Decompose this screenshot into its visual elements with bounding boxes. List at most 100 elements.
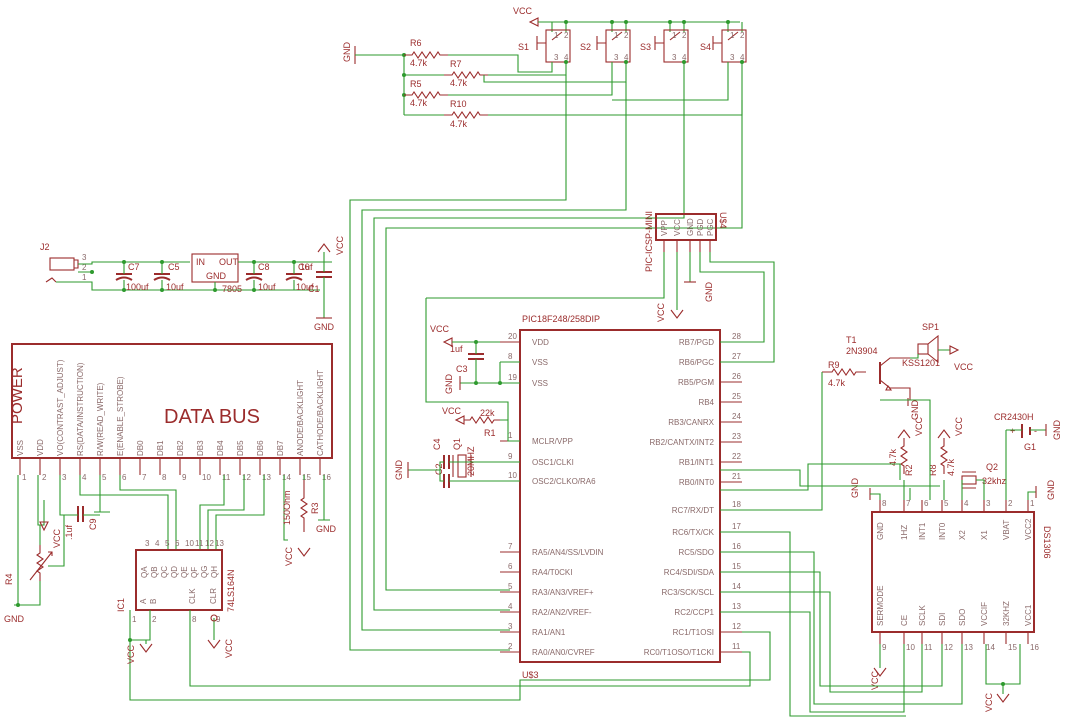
rtc-part-label: DS1306	[1042, 526, 1052, 559]
switch-s1-label: S1	[518, 42, 529, 52]
lcd-pin-number: 10	[202, 473, 211, 482]
sr-output-number: 10	[185, 539, 194, 548]
mcu-right-pin-name: RC3/SCK/SCL	[662, 588, 715, 597]
switch-pin-number: 1	[614, 31, 619, 40]
switch-s3-label: S3	[640, 42, 651, 52]
mcu-left-pin-number: 4	[508, 602, 513, 611]
mcu-right-pin-name: RB3/CANRX	[668, 418, 714, 427]
dc-jack-j2: 3 2 1	[45, 253, 87, 283]
icsp-ref-label: U$4	[718, 212, 728, 229]
lcd-pin-number: 3	[62, 473, 67, 482]
svg-text:G1: G1	[1024, 442, 1036, 452]
rtc-bottom-pin-name: 32KHZ	[1002, 601, 1011, 626]
mcu-right-pin-name: RC4/SDI/SDA	[664, 568, 715, 577]
mcu-right-pin-number: 22	[732, 452, 741, 461]
capacitor-c5: C5 10uf	[153, 262, 184, 292]
mcu-pic18f248: PIC18F248/258DIP U$3 20VDD8VSS19VSS1MCLR…	[394, 252, 775, 680]
svg-text:10uf: 10uf	[258, 282, 276, 292]
sr-output-number: 12	[205, 539, 214, 548]
crystal-q1: 20MHZ Q1	[452, 438, 476, 478]
switch-pin-number: 4	[564, 53, 569, 62]
svg-text:Q2: Q2	[986, 462, 998, 472]
svg-text:4.7k: 4.7k	[828, 378, 846, 388]
svg-text:C7: C7	[128, 262, 140, 272]
mcu-right-pins: 28RB7/PGD27RB6/PGC26RB5/PGM25RB424RB3/CA…	[644, 332, 742, 657]
mcu-left-pin-name: OSC2/CLKO/RA6	[532, 477, 596, 486]
mcu-right-pin-number: 28	[732, 332, 741, 341]
mcu-right-pin-number: 24	[732, 412, 741, 421]
icsp-pin-name: PGD	[696, 218, 705, 236]
rtc-bottom-pin-name: SERMODE	[876, 586, 885, 626]
svg-text:.1uf: .1uf	[64, 524, 74, 540]
svg-text:100uf: 100uf	[126, 282, 149, 292]
switch-pin-number: 4	[624, 53, 629, 62]
svg-text:VCC: VCC	[224, 638, 234, 658]
rtc-top-pin-name: X2	[958, 530, 967, 540]
sr-output-number: 3	[145, 539, 150, 548]
lcd-pin-number: 1	[22, 473, 27, 482]
svg-text:GND: GND	[910, 400, 920, 421]
mcu-left-pin-number: 19	[508, 373, 517, 382]
lcd-pin-name: ANODE/BACKLIGHT	[296, 380, 305, 456]
rtc-bottom-pin-name: SCLK	[918, 604, 927, 626]
mcu-left-pin-number: 2	[508, 642, 513, 651]
mcu-left-pin-number: 10	[508, 471, 517, 480]
mcu-left-pin-number: 1	[508, 431, 513, 440]
lcd-pin-name: DB1	[156, 440, 165, 456]
resistor-r9: R9 4.7k	[822, 360, 866, 388]
svg-text:4.7k: 4.7k	[450, 78, 468, 88]
svg-text:A: A	[139, 598, 148, 604]
mcu-right-pin-number: 25	[732, 392, 741, 401]
mcu-right-pin-name: RC6/TX/CK	[672, 528, 714, 537]
svg-text:CR2430H: CR2430H	[994, 412, 1034, 422]
mcu-right-pin-number: 13	[732, 602, 741, 611]
rtc-bottom-pin-name: SDI	[938, 613, 947, 626]
rtc-top-pin-number: 6	[924, 499, 929, 508]
lcd-pin-name: RS(DATA/INSTRUCTION)	[76, 362, 85, 456]
sr-output-name: QH	[210, 566, 219, 578]
svg-text:C4: C4	[432, 438, 442, 450]
rtc-top-pin-name: VBAT	[1002, 520, 1011, 540]
mcu-left-pin-number: 8	[508, 352, 513, 361]
svg-text:GND: GND	[316, 524, 337, 534]
icsp-pin-name: VPP	[660, 220, 669, 236]
mcu-left-pin-number: 7	[508, 542, 513, 551]
sr-part-label: 74LS164N	[226, 569, 236, 612]
lcd-pin-number: 11	[222, 473, 231, 482]
svg-text:2: 2	[82, 263, 87, 272]
mcu-ref-label: U$3	[522, 670, 539, 680]
mcu-right-pin-number: 27	[732, 352, 741, 361]
switch-vcc-label: VCC	[513, 6, 533, 16]
resistor-r1: 22k R1	[464, 408, 500, 438]
svg-text:R10: R10	[450, 99, 467, 109]
mcu-right-pin-number: 12	[732, 622, 741, 631]
svg-text:VCC: VCC	[984, 692, 994, 712]
speaker-sp1: SP1 KSS1201	[902, 322, 940, 368]
rtc-bottom-pin-number: 10	[906, 643, 915, 652]
lcd-pin-name: R/W(READ_WRITE)	[96, 382, 105, 456]
rtc-top-pin-name: VCC2	[1024, 518, 1033, 540]
buzzer-driver: T1 2N3904 R9 4.7k GND SP1 KSS1201 VCC	[720, 322, 974, 511]
potentiometer-r4: R4	[4, 515, 65, 606]
svg-text:1uf: 1uf	[450, 344, 463, 354]
rtc-bottom-pin-name: SDO	[958, 609, 967, 626]
rtc-top-pin-name: GND	[876, 522, 885, 540]
sr-input-number: 8	[192, 615, 197, 624]
svg-text:4.7k: 4.7k	[888, 448, 898, 466]
svg-text:C2: C2	[434, 463, 444, 475]
mcu-right-pin-number: 26	[732, 372, 741, 381]
svg-text:R7: R7	[450, 59, 462, 69]
svg-text:VCC: VCC	[52, 528, 62, 548]
switch-bank: VCC S1 S2 S3 S4 GND	[342, 6, 747, 651]
icsp-pin-name: PGC	[706, 218, 715, 236]
rtc-bottom-pin-number: 9	[882, 643, 887, 652]
rtc-top-pin-number: 8	[882, 499, 887, 508]
svg-text:R9: R9	[828, 360, 840, 370]
mcu-left-pin-name: RA4/T0CKI	[532, 568, 572, 577]
switch-pin-number: 2	[740, 31, 745, 40]
svg-text:GND: GND	[850, 478, 860, 499]
sr-output-name: QC	[160, 566, 169, 578]
switch-pin-number: 3	[672, 53, 677, 62]
svg-text:32khz: 32khz	[982, 476, 1007, 486]
svg-text:1: 1	[82, 273, 87, 282]
